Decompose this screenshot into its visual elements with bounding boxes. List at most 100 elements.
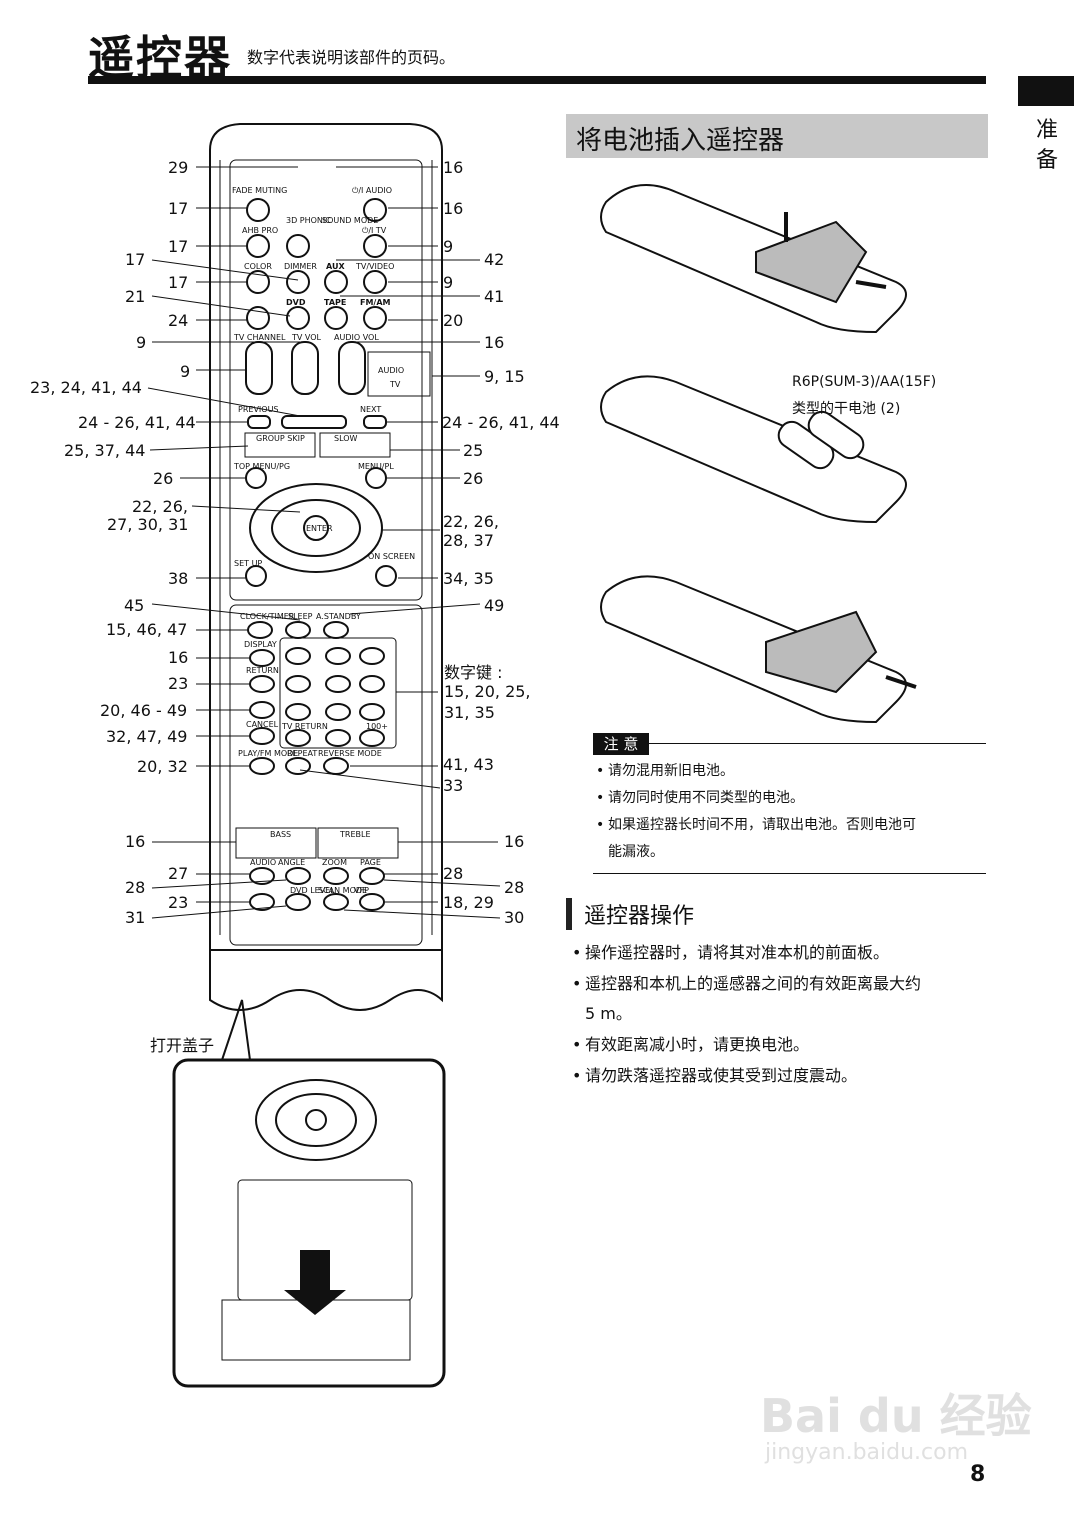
caution-label: 注 意 [593, 733, 649, 755]
operation-bullet: • [572, 1066, 582, 1085]
callout-right: 42 [484, 250, 505, 269]
remote-label: BASS [270, 830, 292, 839]
operation-item: 操作遥控器时，请将其对准本机的前面板。 [585, 943, 890, 962]
page-subtitle: 数字代表说明该部件的页码。 [247, 48, 456, 67]
title-rule [88, 76, 986, 84]
callout-left: 25, 37, 44 [64, 441, 146, 460]
remote-label: SET UP [234, 559, 263, 568]
section-heading-operation: 遥控器操作 [584, 904, 695, 929]
remote-label: ZOOM [322, 858, 347, 867]
caution-bullet: • [596, 790, 605, 806]
operation-item: 5 m。 [585, 1004, 632, 1023]
remote-label: 100+ [366, 722, 388, 731]
remote-label: TV VOL [292, 333, 321, 342]
caution-item: 请勿混用新旧电池。 [608, 763, 734, 779]
callout-left: 27, 30, 31 [107, 515, 189, 534]
callout-right: 16 [443, 199, 464, 218]
remote-label: CANCEL [246, 720, 279, 729]
remote-label: REVERSE MODE [318, 749, 382, 758]
callout-left: 23 [168, 674, 189, 693]
remote-label: TV CHANNEL [234, 333, 286, 342]
callout-right: 34, 35 [443, 569, 494, 588]
remote-label: ⏻/I TV [362, 226, 387, 235]
remote-label: SLOW [334, 434, 358, 443]
callout-left: 24 - 26, 41, 44 [78, 413, 196, 432]
callout-right: 41, 43 [443, 755, 494, 774]
remote-label: TOP MENU/PG [234, 462, 291, 471]
operation-bullet: • [572, 974, 582, 993]
callout-right: 16 [504, 832, 525, 851]
callout-left: 28 [125, 878, 146, 897]
remote-label: SOUND MODE [322, 216, 379, 225]
remote-label: TREBLE [340, 830, 371, 839]
callout-left: 17 [168, 237, 189, 256]
remote-label: ENTER [306, 524, 333, 533]
callout-right: 数字键 : [444, 663, 503, 682]
callout-left: 17 [168, 199, 189, 218]
callout-left: 20, 32 [137, 757, 188, 776]
callout-right: 25 [463, 441, 484, 460]
caution-item: 能漏液。 [608, 844, 664, 860]
operation-item: 遥控器和本机上的遥感器之间的有效距离最大约 [585, 974, 922, 993]
remote-label: VFP [354, 886, 369, 895]
remote-label: DVD [286, 298, 306, 307]
callout-right: 9 [443, 273, 454, 292]
callout-left: 23, 24, 41, 44 [30, 378, 142, 397]
battery-type-label: R6P(SUM-3)/AA(15F) [792, 374, 937, 390]
remote-label: AUX [326, 262, 345, 271]
remote-label: DISPLAY [244, 640, 277, 649]
remote-label: SCAN MODE [318, 886, 368, 895]
remote-label: PAGE [360, 858, 381, 867]
callout-right: 18, 29 [443, 893, 494, 912]
caution-rule [649, 743, 986, 744]
callout-right: 41 [484, 287, 505, 306]
callout-left: 20, 46 - 49 [100, 701, 188, 720]
caution-bullet: • [596, 763, 605, 779]
remote-label: ⏻/I AUDIO [352, 186, 393, 195]
remote-label: DIMMER [284, 262, 317, 271]
remote-label: DVD LEVEL [290, 886, 335, 895]
callout-left: 16 [168, 648, 189, 667]
callout-right: 31, 35 [444, 703, 495, 722]
battery-type-label: 类型的干电池 (2) [792, 401, 901, 417]
callout-right: 22, 26, [443, 512, 499, 531]
callout-left: 17 [125, 250, 146, 269]
page-number: 8 [970, 1462, 986, 1487]
side-tab-label: 准备 [1035, 118, 1058, 173]
callout-right: 30 [504, 908, 525, 927]
callout-left: 17 [168, 273, 189, 292]
remote-label: REPEAT [287, 749, 318, 758]
callout-right: 20 [443, 311, 464, 330]
callout-right: 16 [484, 333, 505, 352]
callout-right: 28 [504, 878, 525, 897]
remote-label: SLEEP [288, 612, 313, 621]
caution-bottom-rule [593, 873, 986, 874]
operation-item: 请勿跌落遥控器或使其受到过度震动。 [585, 1066, 858, 1085]
callout-right: 16 [443, 158, 464, 177]
callout-left: 32, 47, 49 [106, 727, 188, 746]
remote-label: NEXT [360, 405, 382, 414]
remote-label: ANGLE [278, 858, 306, 867]
remote-label: FADE MUTING [232, 186, 288, 195]
remote-label: A.STANDBY [316, 612, 361, 621]
callout-left: 38 [168, 569, 189, 588]
operation-bullet: • [572, 1035, 582, 1054]
callout-left: 9 [136, 333, 147, 352]
section-heading-batteries: 将电池插入遥控器 [566, 114, 988, 158]
callout-right: 24 - 26, 41, 44 [442, 413, 560, 432]
callout-right: 9 [443, 237, 454, 256]
remote-label: FM/AM [360, 298, 391, 307]
operation-bullet: • [572, 943, 582, 962]
remote-label: TAPE [324, 298, 347, 307]
remote-label: 3D PHONIC [286, 216, 331, 225]
callout-left: 27 [168, 864, 189, 883]
callout-right: 28, 37 [443, 531, 494, 550]
remote-label: PREVIOUS [238, 405, 279, 414]
remote-label: TV/VIDEO [356, 262, 395, 271]
callout-right: 26 [463, 469, 484, 488]
watermark-url: jingyan.baidu.com [765, 1440, 969, 1465]
callout-left: 26 [153, 469, 174, 488]
remote-label: AUDIO [378, 366, 405, 375]
callout-left: 24 [168, 311, 189, 330]
remote-label: PLAY/FM MODE [238, 749, 299, 758]
